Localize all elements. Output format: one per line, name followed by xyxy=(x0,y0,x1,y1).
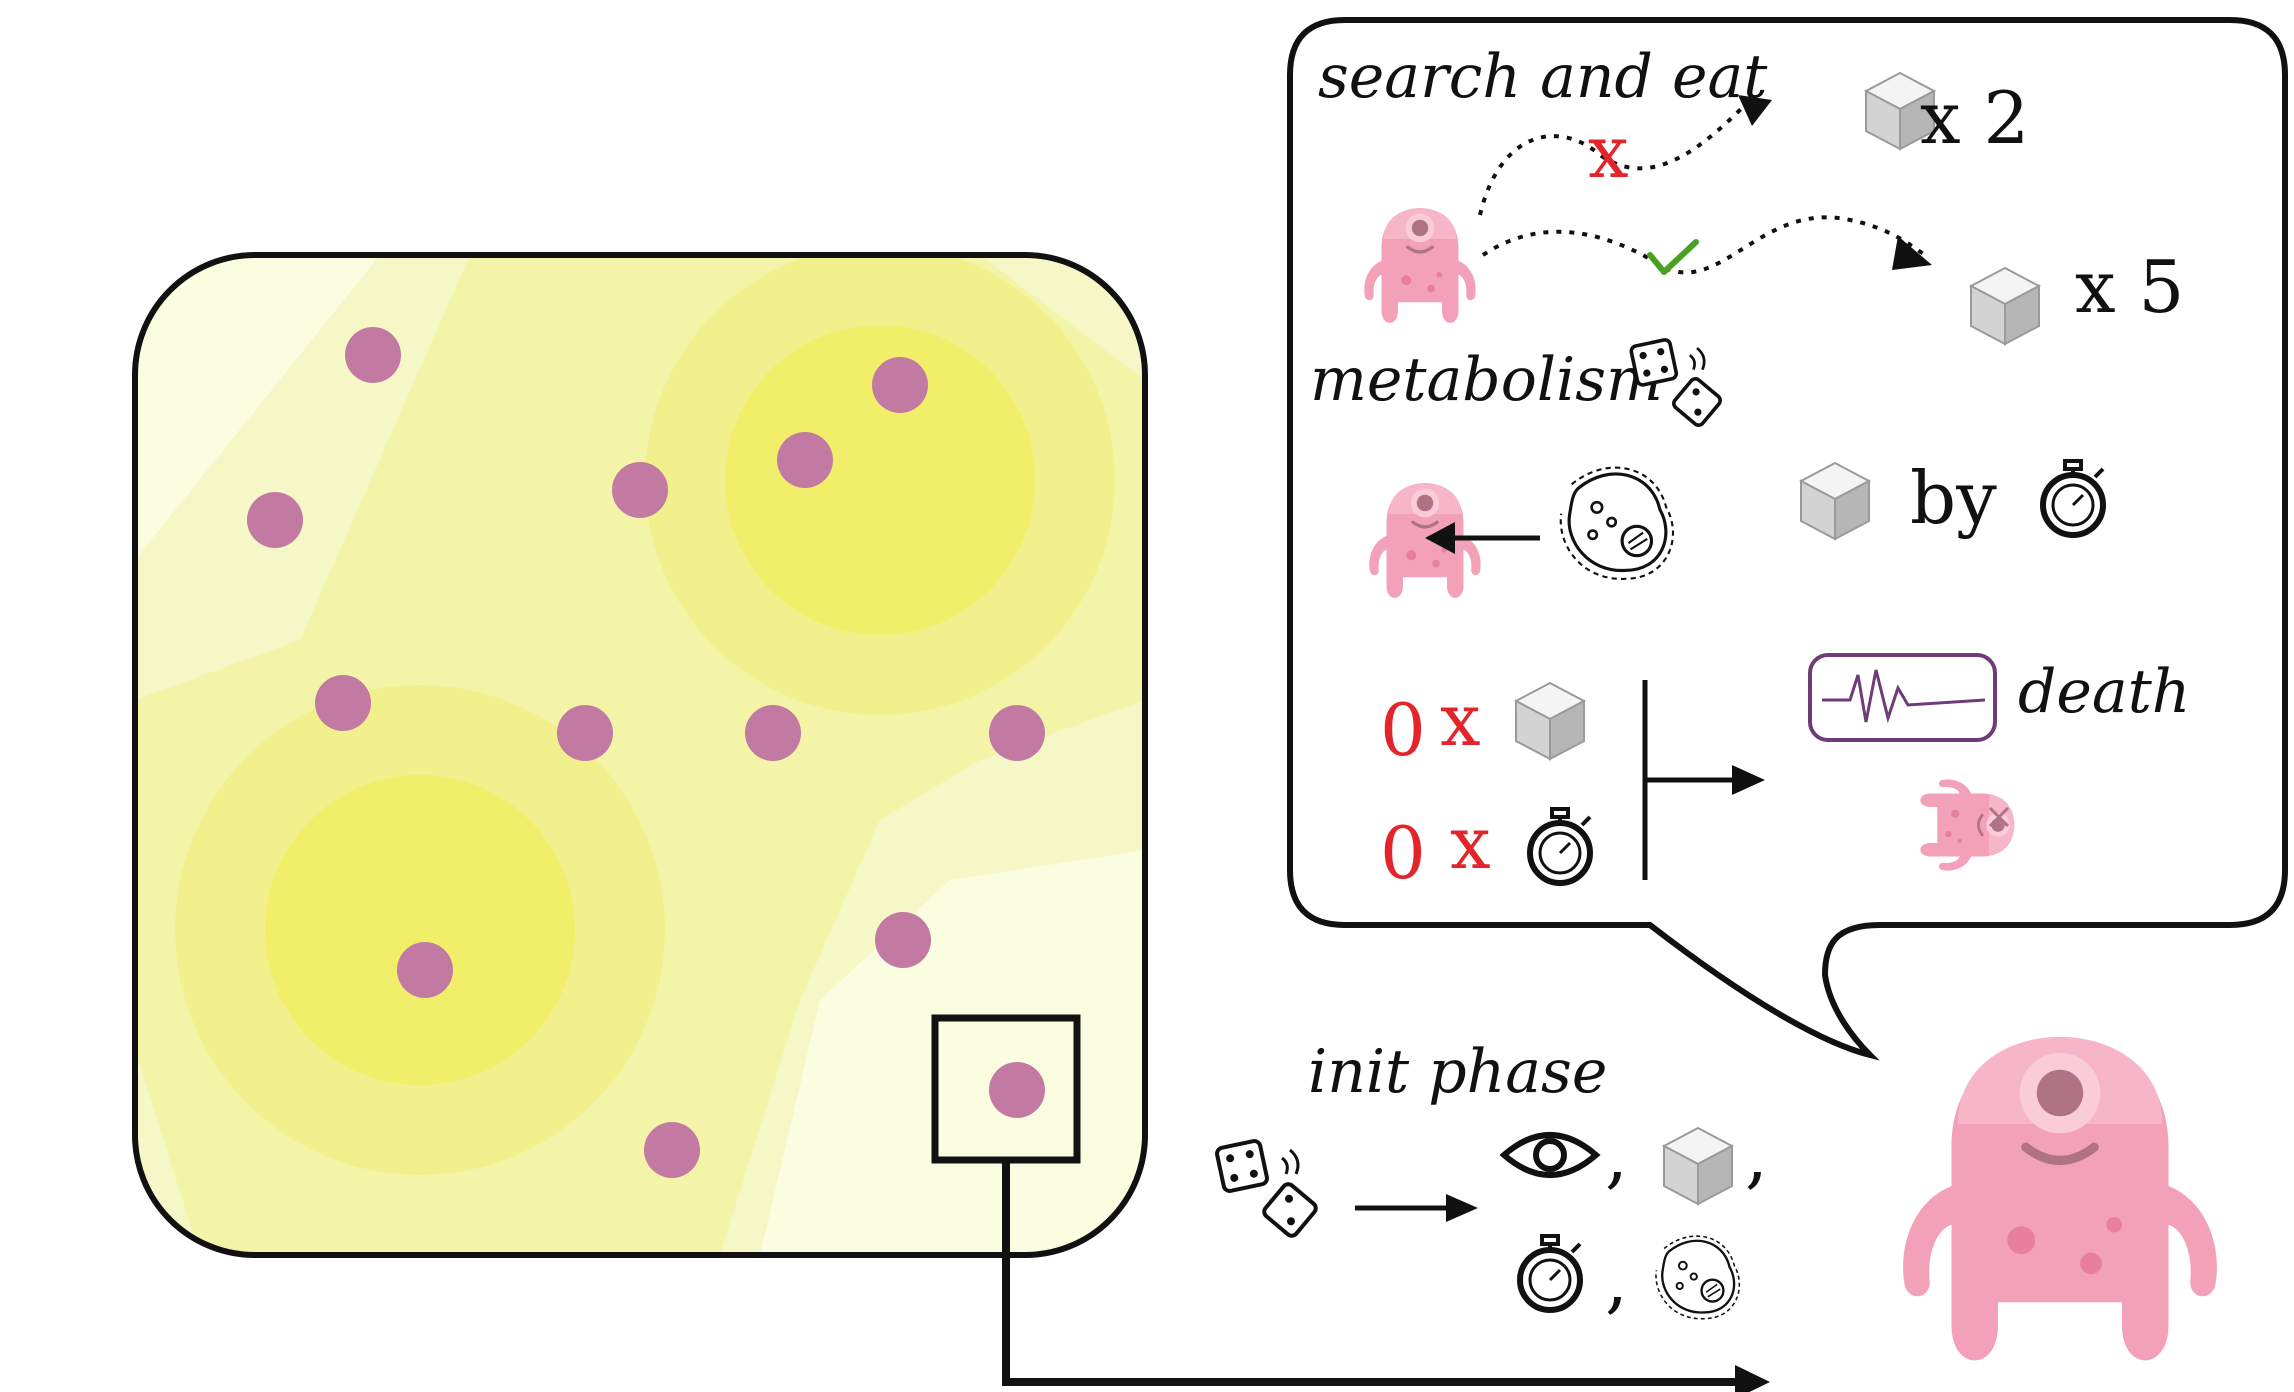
death-label: death xyxy=(2018,657,2190,727)
checkmark-icon xyxy=(1647,239,1699,275)
times-mark-timer: x xyxy=(1450,801,1491,885)
food-hotspot xyxy=(725,325,1035,635)
food-cube-icon xyxy=(1663,1127,1733,1205)
dead-eye-mark xyxy=(1988,806,2010,828)
heart-monitor-icon xyxy=(1808,653,1997,742)
dice-icon xyxy=(1213,1137,1321,1241)
agent-dot xyxy=(315,675,371,731)
arrow-head-icon xyxy=(1446,1194,1478,1222)
zero-food-count: 0 xyxy=(1380,688,1426,772)
agent-dot xyxy=(872,357,928,413)
arrow-head-icon xyxy=(1732,765,1765,795)
search-and-eat-label: search and eat xyxy=(1318,42,1768,112)
init-phase-label: init phase xyxy=(1308,1037,1607,1107)
times-mark-food: x xyxy=(1440,678,1481,762)
agent-dot xyxy=(644,1122,700,1178)
environment-grid xyxy=(132,252,1148,1258)
init-comma: , xyxy=(1745,1113,1768,1197)
agent-dot xyxy=(612,462,668,518)
zoom-connector-arrow xyxy=(1002,1160,1770,1392)
cell-icon xyxy=(1654,1234,1741,1320)
agent-dot xyxy=(247,492,303,548)
agent-dot xyxy=(397,942,453,998)
agent-dot xyxy=(557,705,613,761)
arrow-head-icon xyxy=(1892,236,1932,270)
stopwatch-icon xyxy=(1520,1236,1580,1310)
arrow-head-icon xyxy=(1738,95,1772,126)
agent-character xyxy=(1903,1037,2217,1361)
metabolism-label: metabolism xyxy=(1310,345,1663,415)
agent-dot xyxy=(777,432,833,488)
init-comma: , xyxy=(1605,1113,1628,1197)
by-label: by xyxy=(1910,456,1997,540)
agent-dot xyxy=(875,912,931,968)
food-hotspot xyxy=(265,775,575,1085)
failed-search-path xyxy=(1478,103,1747,216)
arrow-head-icon xyxy=(1425,522,1455,554)
successful-search-path xyxy=(1481,215,1927,275)
agent-dot xyxy=(345,327,401,383)
food-count-b: x 5 xyxy=(2075,245,2184,329)
agent-dot xyxy=(745,705,801,761)
fail-mark: x xyxy=(1588,110,1629,194)
speech-bubble xyxy=(1287,17,2288,1061)
init-comma: , xyxy=(1605,1238,1628,1322)
agent-dot xyxy=(989,705,1045,761)
food-count-a: x 2 xyxy=(1920,76,2029,160)
zero-timer-count: 0 xyxy=(1380,811,1426,895)
eye-icon xyxy=(1504,1135,1596,1175)
agent-dot xyxy=(989,1062,1045,1118)
